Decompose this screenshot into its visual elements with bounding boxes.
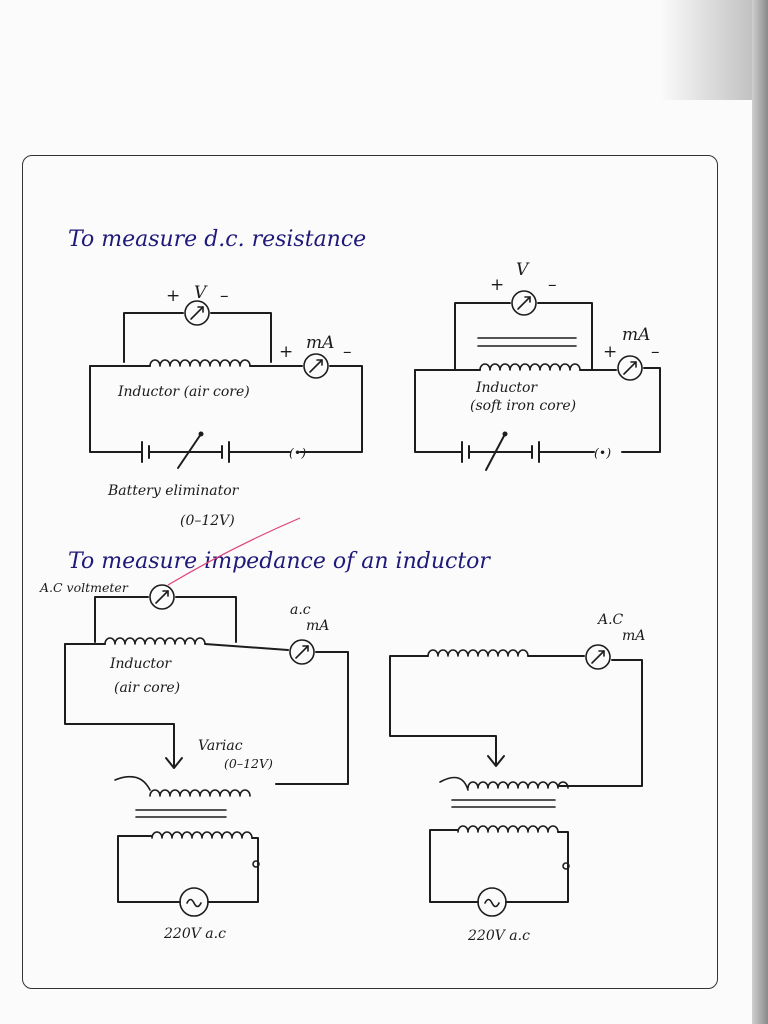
ammeter-label-top: a.c (290, 602, 311, 618)
ammeter-icon (303, 353, 329, 379)
variac-coil-icon (467, 781, 569, 789)
voltmeter-plus: + (490, 275, 504, 295)
ac-voltmeter-label: A.C voltmeter (39, 580, 129, 595)
page-shadow-top (660, 0, 768, 100)
source-label: Battery eliminator (107, 483, 240, 499)
inductor-core-label: (air core) (114, 680, 180, 696)
ac-source-icon (179, 887, 209, 917)
inductor-label: Inductor (109, 656, 172, 672)
variac-coil-icon (149, 789, 251, 797)
dc-left-circuit: (•) + V – + mA – Inductor (air core) Bat… (89, 283, 363, 529)
ammeter-label-bottom: mA (306, 618, 329, 634)
voltmeter-minus: – (548, 275, 557, 295)
ammeter-icon (289, 639, 315, 665)
dc-right-circuit: (•) + V – + mA – Inductor (soft iron cor… (414, 260, 661, 471)
source-range: (0–12V) (180, 513, 235, 529)
ac-left-circuit: A.C voltmeter a.c mA Inductor (air core)… (39, 580, 349, 942)
voltmeter-plus: + (166, 286, 180, 306)
key-icon: (•) (289, 445, 306, 460)
ammeter-label-top: A.C (596, 612, 624, 628)
inductor-label: Inductor (475, 380, 538, 396)
ammeter-label: mA (306, 333, 334, 353)
key-icon: (•) (594, 445, 611, 460)
inductor-coil-icon (104, 637, 206, 645)
stray-pen-mark (167, 517, 301, 586)
ammeter-icon (585, 644, 611, 670)
voltmeter-icon (149, 584, 175, 610)
diagram-frame (22, 155, 718, 989)
voltmeter-icon (511, 290, 537, 316)
ammeter-minus: – (343, 342, 352, 362)
page-shadow-right (752, 0, 768, 1024)
ammeter-icon (617, 355, 643, 381)
inductor-coil-icon (149, 359, 251, 367)
voltmeter-minus: – (220, 286, 229, 306)
variac-label: Variac (198, 738, 243, 754)
heading-dc-resistance: To measure d.c. resistance (68, 227, 366, 252)
variac-range: (0–12V) (224, 756, 273, 771)
ac-right-circuit: A.C mA 220V a.c (389, 612, 645, 944)
voltmeter-label: V (516, 260, 530, 280)
ammeter-minus: – (651, 342, 660, 362)
heading-impedance: To measure impedance of an inductor (68, 549, 491, 574)
ammeter-label: mA (622, 325, 650, 345)
primary-coil-icon (151, 831, 253, 839)
ammeter-plus: + (279, 342, 293, 362)
inductor-label: Inductor (air core) (117, 384, 250, 400)
voltmeter-icon (184, 300, 210, 326)
supply-label: 220V a.c (163, 926, 226, 942)
inductor-coil-icon (427, 649, 529, 657)
ac-source-icon (477, 887, 507, 917)
supply-label: 220V a.c (467, 928, 530, 944)
ammeter-plus: + (603, 342, 617, 362)
primary-coil-icon (457, 825, 559, 833)
inductor-coil-icon (479, 363, 581, 371)
voltmeter-label: V (194, 283, 208, 303)
ammeter-label-bottom: mA (622, 628, 645, 644)
inductor-core-label: (soft iron core) (470, 398, 576, 414)
